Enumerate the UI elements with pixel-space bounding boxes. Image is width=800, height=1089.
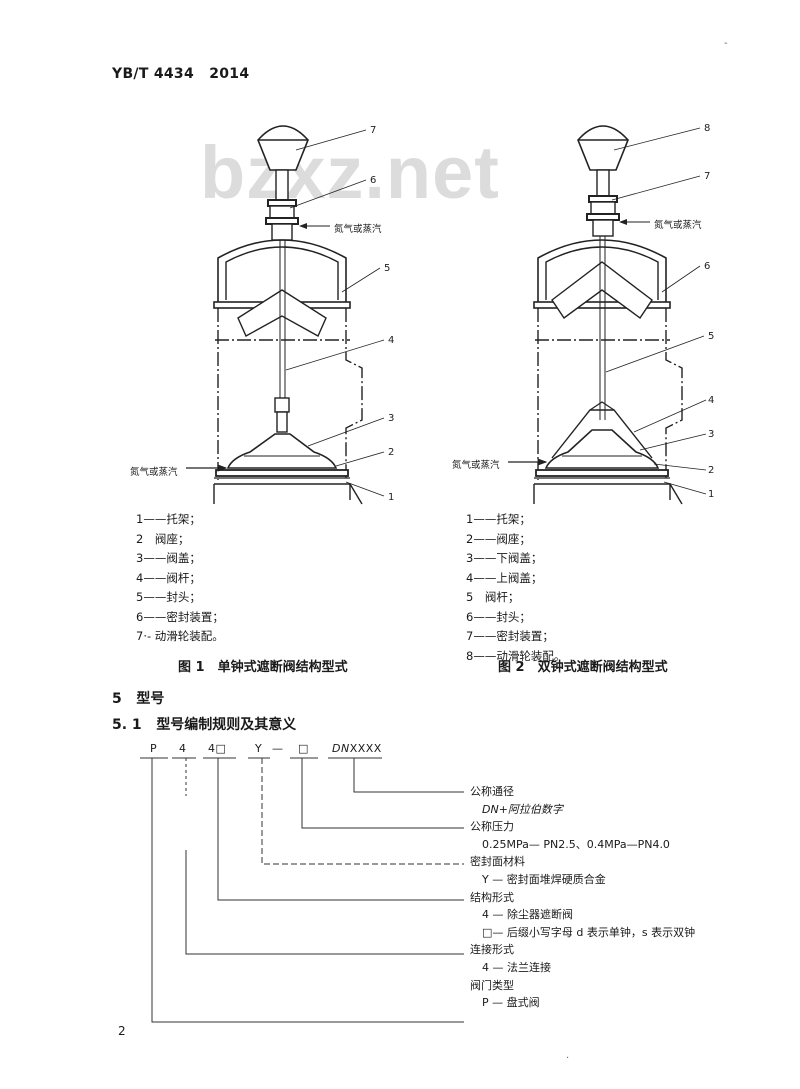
fig1-callout-6: 6 (370, 175, 376, 186)
figure1-drawing (186, 125, 385, 505)
model-code-seal: Y (255, 742, 263, 755)
desc-label-structure: 结构形式 (470, 890, 514, 904)
legend-item: 2 阀座； (136, 531, 190, 546)
figure1-caption: 图 1 单钟式遮断阀结构型式 (178, 660, 348, 675)
model-description: 公称通径 DN+阿拉伯数字 公称压力 0.25MPa— PN2.5、0.4MPa… (470, 783, 695, 1012)
model-code-connection: 4 (179, 742, 187, 755)
fig1-callout-4: 4 (388, 335, 394, 346)
desc-value-structure-1: 4 — 除尘器遮断阀 (482, 908, 573, 922)
legend-item: 2——阀座； (466, 531, 531, 546)
model-code-structure: 4□ (208, 742, 227, 755)
desc-label-pressure: 公称压力 (470, 820, 514, 834)
dn-suffix: XXXX (349, 742, 382, 755)
standard-year: 2014 (209, 66, 250, 82)
legend-item: 7——密封装置； (466, 629, 554, 643)
fig2-callout-4: 4 (708, 395, 714, 406)
legend-item: 6——密封装置； (136, 609, 224, 624)
model-code-pressure: □ (298, 742, 309, 755)
model-code-diameter: DNXXXX (332, 742, 382, 755)
dn-prefix: DN (332, 742, 350, 755)
scan-mark: - (724, 38, 728, 49)
fig1-callout-5: 5 (384, 263, 390, 274)
legend-item: 4——阀杆； (136, 570, 201, 585)
desc-label-seal: 密封面材料 (470, 855, 525, 869)
desc-label-diameter: 公称通径 (470, 785, 514, 798)
fig1-callout-7: 7 (370, 125, 376, 136)
legend-item: 5 阀杆； (466, 590, 520, 604)
fig2-gas-label-side: 氮气或蒸汽 (452, 459, 500, 471)
section-title: 型号编制规则及其意义 (156, 717, 297, 733)
section-number: 5. 1 (112, 717, 142, 733)
section-5-heading: 5 型号 (112, 688, 164, 708)
standard-code: YB/T 4434 (112, 66, 195, 82)
desc-value-pressure: 0.25MPa— PN2.5、0.4MPa—PN4.0 (482, 837, 670, 851)
legend-item: 5——封头； (136, 590, 201, 604)
fig2-callout-1: 1 (708, 489, 714, 500)
figure2-drawing (508, 125, 707, 505)
model-code-p: P (150, 742, 158, 755)
figure-drawings: 7 6 5 4 3 2 1 氮气或蒸汽 氮气或蒸汽 (130, 123, 714, 505)
legend-item: 1——托架； (136, 512, 201, 526)
desc-value-type: P — 盘式阀 (482, 996, 540, 1010)
fig1-callout-3: 3 (388, 413, 394, 424)
figure2-legend: 1——托架； 2——阀座； 3——下阀盖； 4——上阀盖； 5 阀杆； 6——封… (466, 510, 565, 666)
fig1-callout-1: 1 (388, 492, 394, 503)
desc-value-seal: Y — 密封面堆焊硬质合金 (482, 872, 606, 886)
desc-label-connection: 连接形式 (470, 943, 514, 957)
fig2-callout-5: 5 (708, 331, 714, 342)
model-code-dash: — (272, 742, 284, 755)
legend-item: 3——阀盖； (136, 551, 201, 565)
figure1-legend: 1——托架； 2 阀座； 3——阀盖； 4——阀杆； 5——封头； 6——密封装… (136, 510, 224, 647)
legend-item: 1——托架； (466, 512, 531, 526)
section-5-1-heading: 5. 1 型号编制规则及其意义 (112, 714, 296, 734)
fig1-gas-label-side: 氮气或蒸汽 (130, 466, 178, 478)
desc-label-type: 阀门类型 (470, 978, 514, 992)
fig2-callout-3: 3 (708, 429, 714, 440)
fig1-gas-label-top: 氮气或蒸汽 (334, 223, 382, 235)
legend-item: 6——封头； (466, 609, 531, 624)
scan-mark: . (566, 1050, 570, 1061)
watermark: bzxz.net (200, 131, 500, 214)
fig2-callout-6: 6 (704, 261, 710, 272)
fig1-callout-2: 2 (388, 447, 394, 458)
desc-value-connection: 4 — 法兰连接 (482, 960, 551, 974)
page-number: 2 (118, 1024, 126, 1038)
desc-value-diameter: DN+阿拉伯数字 (482, 802, 563, 816)
section-number: 5 (112, 691, 122, 707)
legend-item: 3——下阀盖； (466, 551, 543, 565)
legend-item: 8——动滑轮装配。 (466, 648, 566, 663)
standard-header: YB/T 4434 2014 (112, 66, 249, 82)
section-title: 型号 (136, 691, 165, 707)
fig2-callout-7: 7 (704, 171, 710, 182)
fig2-callout-8: 8 (704, 123, 710, 134)
fig2-gas-label-top: 氮气或蒸汽 (654, 219, 702, 231)
fig2-callout-2: 2 (708, 465, 714, 476)
desc-value-structure-2: □— 后缀小写字母 d 表示单钟，s 表示双钟 (482, 925, 696, 939)
figure2-caption: 图 2 双钟式遮断阀结构型式 (498, 660, 668, 675)
legend-item: 7·- 动滑轮装配。 (136, 629, 224, 643)
legend-item: 4——上阀盖； (466, 570, 543, 585)
